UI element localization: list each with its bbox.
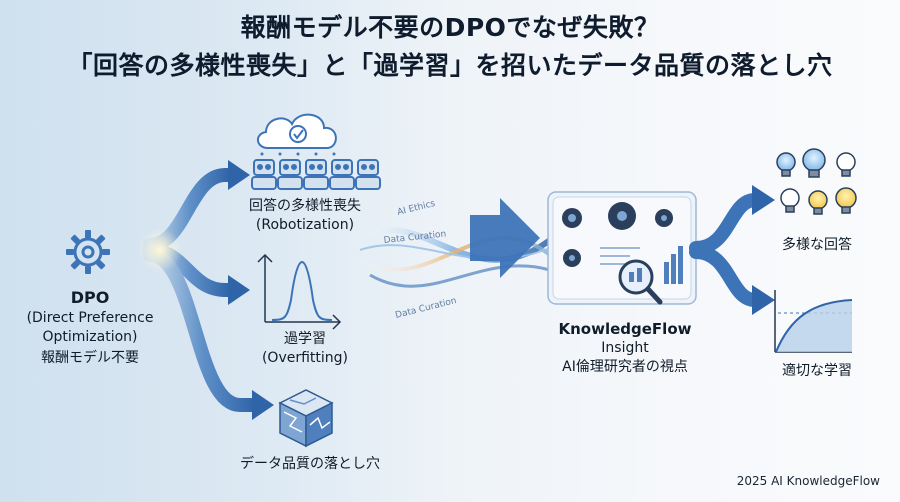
data-quality-label: データ品質の落とし穴 xyxy=(240,456,380,472)
overfitting-sub: (Overfitting) xyxy=(261,350,349,366)
footer-credit: 2025 AI KnowledgeFlow xyxy=(736,474,880,488)
cracked-cube-icon xyxy=(278,389,334,448)
center-title: KnowledgeFlow xyxy=(558,320,692,338)
outcome-learning-label: 適切な学習 xyxy=(782,363,852,379)
stream-label-ethics: AI Ethics xyxy=(396,199,436,218)
dpo-fullname-line-1: (Direct Preference xyxy=(26,310,154,326)
outcome-diverse-label: 多様な回答 xyxy=(782,237,852,253)
cloud-check-icon xyxy=(257,113,337,156)
center-arrow xyxy=(470,198,540,278)
dpo-title: DPO xyxy=(70,288,110,307)
stream-label-curation-2: Data Curation xyxy=(394,296,457,321)
robot-icons xyxy=(251,159,381,190)
diversity-loss-label: 回答の多様性喪失 xyxy=(249,198,361,214)
diversity-loss-sub: (Robotization) xyxy=(255,217,355,233)
title-line-2: 「回答の多様性喪失」と「過学習」を招いたデータ品質の落とし穴 xyxy=(67,51,833,80)
center-role: AI倫理研究者の視点 xyxy=(562,359,688,375)
gear-icon xyxy=(66,230,110,274)
magnifier-icon xyxy=(618,259,663,305)
center-insight: Insight xyxy=(601,340,649,356)
learning-curve-icon xyxy=(774,290,853,353)
dpo-fullname-line-2: Optimization) xyxy=(42,329,138,345)
title-line-1: 報酬モデル不要のDPOでなぜ失敗？ xyxy=(240,13,660,42)
dashboard-icon xyxy=(547,191,697,305)
right-branch-arrows xyxy=(689,185,775,315)
overfitting-chart-icon xyxy=(257,253,342,330)
lightbulb-icons xyxy=(776,148,857,215)
dpo-note: 報酬モデル不要 xyxy=(41,350,139,366)
left-branch-arrows xyxy=(138,160,274,420)
overfitting-label: 過学習 xyxy=(284,331,326,347)
